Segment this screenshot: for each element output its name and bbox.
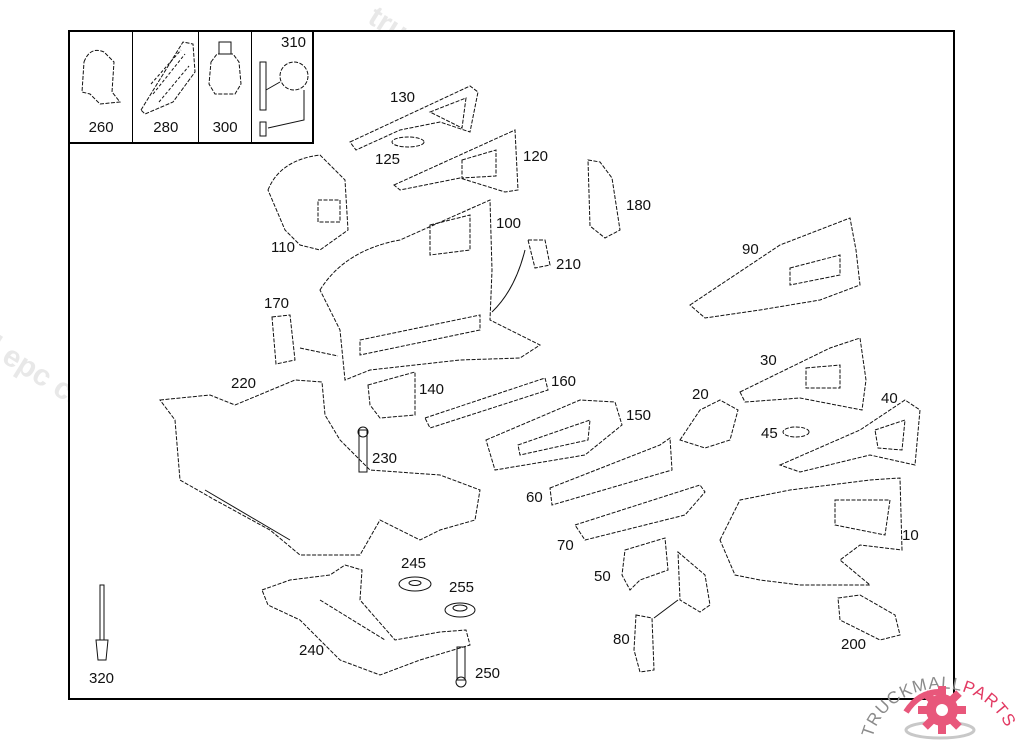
- legend-item-280[interactable]: 280: [133, 32, 200, 142]
- part-100-drawing: [319, 199, 542, 381]
- legend-number: 260: [88, 119, 114, 136]
- part-140-drawing: [367, 371, 416, 419]
- part-30-drawing: [739, 337, 867, 411]
- callout-320[interactable]: 320: [89, 670, 115, 687]
- callout-10[interactable]: 10: [902, 527, 919, 544]
- legend-item-260[interactable]: 260: [70, 32, 134, 142]
- callout-60[interactable]: 60: [526, 489, 543, 506]
- callout-30[interactable]: 30: [760, 352, 777, 369]
- callout-100[interactable]: 100: [496, 215, 522, 232]
- legend-number: 300: [212, 119, 238, 136]
- part-20-drawing: [679, 399, 739, 449]
- callout-180[interactable]: 180: [626, 197, 652, 214]
- part-120-drawing: [393, 129, 519, 193]
- part-110-drawing: [267, 154, 349, 251]
- callout-200[interactable]: 200: [841, 636, 867, 653]
- legend-item-310[interactable]: 310: [252, 32, 312, 142]
- callout-150[interactable]: 150: [626, 407, 652, 424]
- part-255-drawing: [444, 602, 476, 618]
- part-320-drawing: [95, 584, 109, 661]
- callout-240[interactable]: 240: [299, 642, 325, 659]
- callout-170[interactable]: 170: [264, 295, 290, 312]
- callout-20[interactable]: 20: [692, 386, 709, 403]
- part-130-drawing: [349, 85, 479, 151]
- callout-70[interactable]: 70: [557, 537, 574, 554]
- brand-logo: TRUCKMALLPARTS: [858, 660, 1024, 750]
- legend-box: 260 280 300 310: [68, 30, 314, 144]
- callout-250[interactable]: 250: [475, 665, 501, 682]
- brand-name-part2: PARTS: [960, 677, 1019, 730]
- callout-110[interactable]: 110: [271, 239, 295, 256]
- callout-220[interactable]: 220: [231, 375, 257, 392]
- honeycomb-insert-icon: [140, 41, 196, 115]
- rubber-bump-stop-icon: [208, 41, 242, 95]
- part-170-drawing: [271, 314, 296, 365]
- callout-255[interactable]: 255: [449, 579, 475, 596]
- callout-80[interactable]: 80: [613, 631, 630, 648]
- part-210-drawing: [527, 239, 551, 269]
- callout-125[interactable]: 125: [375, 151, 401, 168]
- part-125-drawing: [391, 136, 425, 148]
- callout-160[interactable]: 160: [551, 373, 577, 390]
- clip-icon: [81, 49, 121, 105]
- callout-40[interactable]: 40: [881, 390, 898, 407]
- part-230-drawing: [357, 426, 369, 473]
- callout-130[interactable]: 130: [390, 89, 416, 106]
- callout-45[interactable]: 45: [761, 425, 778, 442]
- callout-140[interactable]: 140: [419, 381, 445, 398]
- part-240-drawing: [261, 564, 471, 676]
- part-10-drawing: [719, 477, 903, 586]
- part-245-drawing: [398, 576, 432, 592]
- part-150-drawing: [485, 399, 623, 471]
- legend-number: 310: [280, 34, 307, 51]
- part-50-drawing: [621, 537, 669, 591]
- bolt-wrench-torque-icon: [259, 61, 309, 137]
- part-180-drawing: [587, 159, 621, 239]
- leader-line: [299, 347, 339, 357]
- part-70-drawing: [574, 484, 706, 541]
- callout-210[interactable]: 210: [556, 256, 582, 273]
- callout-120[interactable]: 120: [523, 148, 549, 165]
- part-80-drawing: [633, 550, 711, 673]
- callout-245[interactable]: 245: [401, 555, 427, 572]
- callout-230[interactable]: 230: [372, 450, 398, 467]
- gear-logo-icon: TRUCKMALLPARTS: [858, 673, 1019, 740]
- part-160-drawing: [424, 377, 549, 429]
- part-220-drawing: [159, 379, 481, 556]
- callout-50[interactable]: 50: [594, 568, 611, 585]
- legend-number: 280: [153, 119, 179, 136]
- part-90-drawing: [689, 217, 861, 319]
- part-250-drawing: [455, 646, 467, 688]
- part-200-drawing: [837, 594, 901, 641]
- part-45-drawing: [782, 426, 810, 438]
- part-60-drawing: [549, 437, 673, 506]
- callout-90[interactable]: 90: [742, 241, 759, 258]
- legend-item-300[interactable]: 300: [199, 32, 252, 142]
- part-40-drawing: [778, 399, 921, 473]
